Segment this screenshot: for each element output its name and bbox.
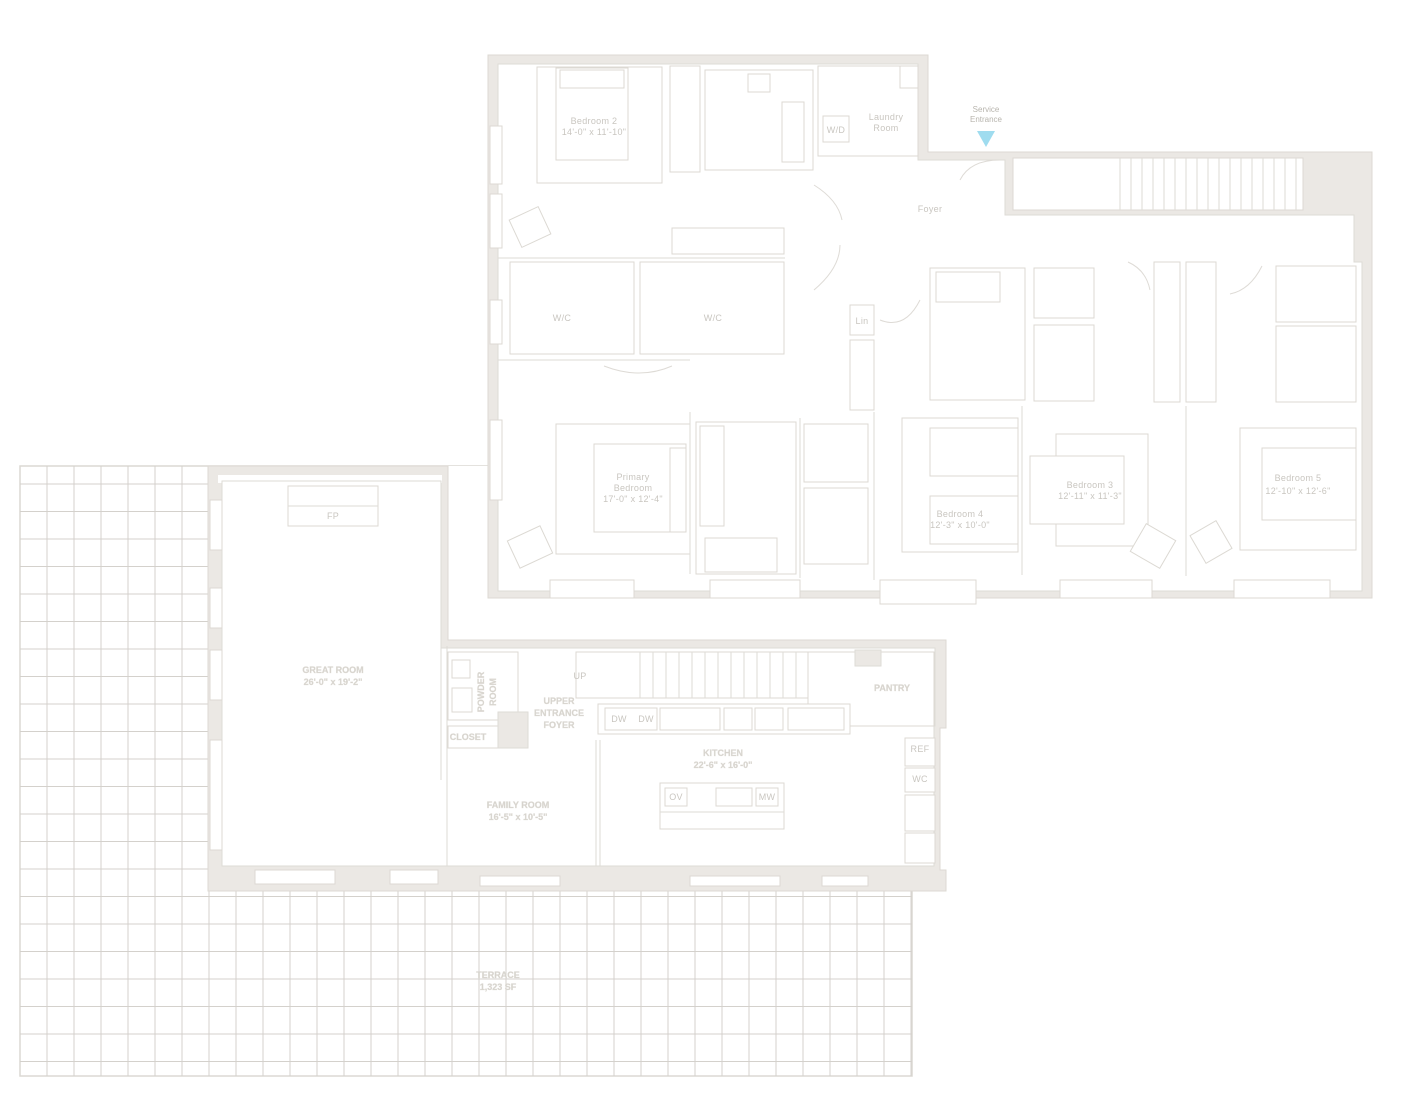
primary-bedroom-dims: 17'-0" x 12'-4" bbox=[603, 494, 663, 504]
bedroom2-dims: 14'-0" x 11'-10" bbox=[562, 127, 627, 137]
upper-level bbox=[487, 54, 1373, 605]
great-room-dims: 26'-0" x 19'-2" bbox=[304, 677, 363, 687]
fireplace-label: FP bbox=[327, 511, 339, 521]
bedroom4-dims: 12'-3" x 10'-0" bbox=[930, 520, 990, 530]
wd-label: W/D bbox=[827, 125, 846, 135]
service-entrance-line1: Service bbox=[973, 105, 1000, 114]
service-entrance-line2: Entrance bbox=[970, 115, 1003, 124]
family-room-dims: 16'-5" x 10'-5" bbox=[489, 812, 548, 822]
dishwasher2-label: DW bbox=[638, 714, 654, 724]
pantry-label: PANTRY bbox=[874, 683, 910, 693]
laundry-name: Laundry bbox=[869, 112, 904, 122]
upper-entrance-foyer-name2: ENTRANCE bbox=[534, 708, 584, 718]
powder-room-name: POWDER bbox=[476, 671, 486, 712]
lower-level bbox=[207, 465, 947, 892]
primary-bedroom-name: Primary bbox=[616, 472, 649, 482]
bedroom3-name: Bedroom 3 bbox=[1067, 480, 1114, 490]
primary-bedroom-name2: Bedroom bbox=[614, 483, 653, 493]
bedroom5-name: Bedroom 5 bbox=[1275, 473, 1322, 483]
family-room-name: FAMILY ROOM bbox=[487, 800, 550, 810]
wic-right-label: W/C bbox=[704, 313, 723, 323]
kitchen-dims: 22'-6" x 16'-0" bbox=[694, 760, 753, 770]
upper-entrance-foyer-name: UPPER bbox=[543, 696, 575, 706]
entrance-arrow-icon bbox=[977, 131, 995, 147]
service-entrance-marker: Service Entrance bbox=[970, 105, 1003, 147]
room-labels: Bedroom 2 14'-0" x 11'-10" Laundry Room … bbox=[302, 112, 1330, 992]
ref-label: REF bbox=[911, 744, 930, 754]
terrace-area: 1,323 SF bbox=[480, 982, 517, 992]
mw-label: MW bbox=[759, 792, 776, 802]
wc-label: WC bbox=[912, 774, 928, 784]
bedroom4-name: Bedroom 4 bbox=[937, 509, 984, 519]
upper-entrance-foyer-name3: FOYER bbox=[543, 720, 575, 730]
linen-label: Lin bbox=[856, 316, 869, 326]
fixture-labels: FP DW DW REF WC OV MW UP bbox=[327, 511, 930, 802]
terrace-name: TERRACE bbox=[476, 970, 520, 980]
laundry-name2: Room bbox=[873, 123, 898, 133]
bedroom2-name: Bedroom 2 bbox=[571, 116, 618, 126]
dishwasher-label: DW bbox=[611, 714, 627, 724]
up-label: UP bbox=[573, 671, 586, 681]
foyer-label: Foyer bbox=[918, 204, 943, 214]
bedroom5-dims: 12'-10" x 12'-6" bbox=[1265, 486, 1330, 496]
wic-left-label: W/C bbox=[553, 313, 572, 323]
powder-room-name2: ROOM bbox=[488, 678, 498, 706]
closet-label: CLOSET bbox=[450, 732, 487, 742]
bedroom3-dims: 12'-11" x 11'-3" bbox=[1058, 491, 1122, 501]
ov-label: OV bbox=[669, 792, 683, 802]
great-room-name: GREAT ROOM bbox=[302, 665, 363, 675]
kitchen-name: KITCHEN bbox=[703, 748, 743, 758]
